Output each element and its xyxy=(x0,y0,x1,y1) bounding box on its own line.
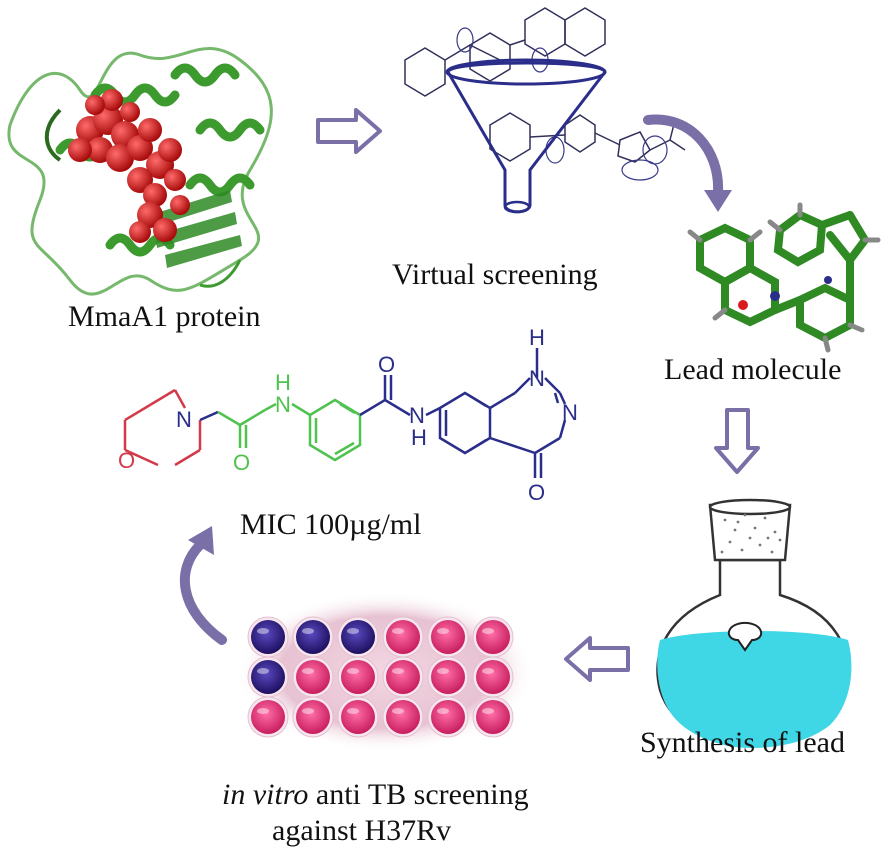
chemical-structure: O N H N O O N H N H N O xyxy=(118,325,578,505)
well-pink xyxy=(476,700,510,734)
well-highlight xyxy=(257,668,269,674)
well-blue xyxy=(251,620,285,654)
well-pink xyxy=(341,700,375,734)
atom-quin-o: O xyxy=(528,480,545,505)
label-virtual-screening: Virtual screening xyxy=(392,258,598,291)
atom-morpholine-o: O xyxy=(118,448,135,473)
arrow-down-icon xyxy=(714,408,760,474)
well-highlight xyxy=(347,708,359,714)
well-highlight xyxy=(347,668,359,674)
atom-amide2-h: H xyxy=(411,425,427,450)
well-pink xyxy=(431,700,465,734)
well-pink xyxy=(296,700,330,734)
curved-arrow-icon xyxy=(643,114,732,212)
atom-quin-n3: N xyxy=(562,400,578,425)
well-blue xyxy=(296,620,330,654)
well-highlight xyxy=(392,628,404,634)
well-blue xyxy=(251,660,285,694)
well-pink xyxy=(476,620,510,654)
well-pink xyxy=(296,660,330,694)
label-against-h37rv: against H37Rv xyxy=(272,814,452,847)
well-pink xyxy=(386,660,420,694)
well-highlight xyxy=(437,668,449,674)
well-highlight xyxy=(347,628,359,634)
atom-amide1-o: O xyxy=(233,450,250,475)
virtual-screening-funnel-icon xyxy=(404,7,686,214)
well-highlight xyxy=(392,708,404,714)
well-highlight xyxy=(302,708,314,714)
label-in-vitro-screening: in vitro anti TB screening xyxy=(222,778,529,812)
well-pink xyxy=(431,660,465,694)
round-bottom-flask-icon xyxy=(656,498,852,748)
well-highlight xyxy=(437,708,449,714)
well-highlight xyxy=(437,628,449,634)
well-pink xyxy=(386,620,420,654)
well-pink xyxy=(386,700,420,734)
well-highlight xyxy=(392,668,404,674)
protein-structure-icon xyxy=(7,47,273,296)
atom-amide1-h: H xyxy=(275,370,291,395)
well-highlight xyxy=(257,628,269,634)
well-pink xyxy=(251,700,285,734)
well-plate-icon xyxy=(235,592,535,752)
label-lead-molecule: Lead molecule xyxy=(664,353,842,386)
label-synthesis-of-lead: Synthesis of lead xyxy=(640,726,845,759)
arrow-right-icon xyxy=(316,108,382,154)
arrow-left-icon xyxy=(564,636,630,682)
atom-quin-h: H xyxy=(529,325,545,350)
label-anti-tb-screening: anti TB screening xyxy=(308,778,529,811)
atom-morpholine-n: N xyxy=(176,407,192,432)
well-highlight xyxy=(482,628,494,634)
atom-amide1-n: N xyxy=(275,392,291,417)
atom-amide2-o: O xyxy=(378,352,395,377)
well-highlight xyxy=(482,668,494,674)
label-mic: MIC 100µg/ml xyxy=(240,508,422,541)
curved-arrow-up-icon xyxy=(179,526,227,645)
well-pink xyxy=(341,660,375,694)
well-highlight xyxy=(302,628,314,634)
label-in-vitro: in vitro xyxy=(222,778,309,811)
well-pink xyxy=(431,620,465,654)
atom-quin-n1: N xyxy=(529,366,545,391)
atom-amide2-n: N xyxy=(409,403,425,428)
well-blue xyxy=(341,620,375,654)
label-mmaa1-protein: MmaA1 protein xyxy=(68,300,261,333)
well-highlight xyxy=(302,668,314,674)
well-highlight xyxy=(257,708,269,714)
well-highlight xyxy=(482,708,494,714)
well-pink xyxy=(476,660,510,694)
lead-molecule-3d-icon xyxy=(687,202,881,353)
